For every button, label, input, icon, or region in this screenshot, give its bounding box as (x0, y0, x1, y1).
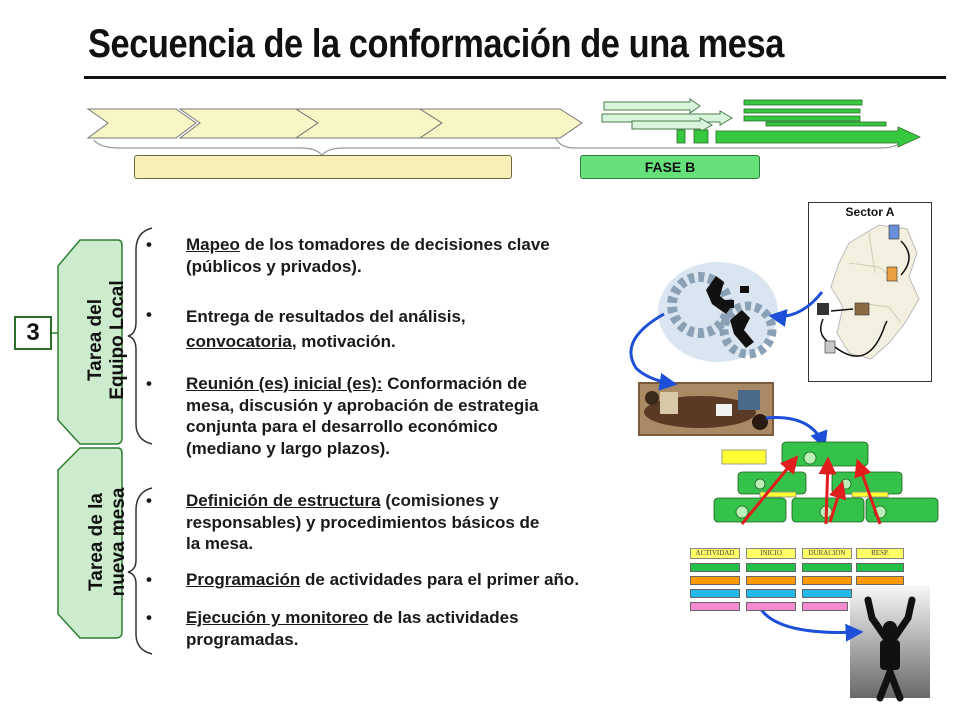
phase-b-block-2 (693, 129, 709, 144)
phase-b-arrow-3 (631, 117, 713, 133)
phase-b-bar-2 (743, 108, 861, 114)
bullet-entrega-text: , motivación. (291, 332, 396, 351)
bullet-estructura-keyword: Definición de estructura (186, 491, 381, 510)
org-mid-left (737, 471, 807, 495)
bullet-estructura-line-2: responsables) y procedimientos básicos d… (186, 512, 540, 532)
table-cell (746, 563, 796, 572)
phase-b-bar-3 (743, 115, 861, 122)
phase-a-brace (93, 139, 560, 158)
phase-b-label: FASE B (580, 155, 760, 179)
meeting-photo (638, 382, 774, 436)
phase-a-bar (134, 155, 512, 179)
table-cell (690, 563, 740, 572)
sector-map-icon (817, 224, 920, 360)
table-cell (856, 576, 904, 585)
table-cell (856, 563, 904, 572)
table-cell (746, 602, 796, 611)
bullet-entrega-line-1: Entrega de resultados del análisis, (186, 307, 466, 326)
local-team-tab (57, 239, 123, 445)
bullet-reunion-line-3: conjunta para el desarrollo económico (186, 417, 498, 436)
bullet-estructura-text: (comisiones y (380, 491, 499, 510)
page-title: Secuencia de la conformación de una mesa (88, 22, 784, 66)
org-top-node (781, 441, 869, 467)
flow-arrow-map-to-gears (768, 291, 824, 327)
phase-b-arrow-1 (603, 98, 701, 114)
table-cell (690, 576, 740, 585)
bullet-programacion-keyword: Programación (186, 570, 301, 589)
chevron-4 (418, 108, 583, 139)
phase-b-bar-4 (765, 121, 887, 127)
bullet-estructura-line-3: la mesa. (186, 534, 254, 553)
bullet-ejecucion-keyword: Ejecución y monitoreo (186, 608, 369, 627)
flow-arrow-gears-to-meeting (629, 312, 678, 391)
gears-people-illustration (658, 262, 778, 362)
table-cell (690, 589, 740, 598)
table-cell (802, 576, 852, 585)
bullet-mapeo-keyword: Mapeo (186, 235, 240, 254)
flow-arrow-table-to-photo (758, 607, 864, 642)
new-table-brace (127, 487, 153, 655)
bullet-reunion-line-2: mesa, discusión y aprobación de estrateg… (186, 395, 539, 415)
org-chart (713, 441, 939, 523)
org-bot-1 (713, 497, 787, 523)
bullet-reunion: • Reunión (es) inicial (es): Conformació… (146, 374, 539, 458)
sector-map-box: Sector A (808, 202, 932, 382)
step-number-box: 3 (14, 316, 52, 350)
table-cell (802, 589, 852, 598)
bullet-mapeo-line-2: (públicos y privados). (186, 256, 362, 276)
table-cell (802, 602, 848, 611)
bullet-mapeo: • Mapeo de los tomadores de decisiones c… (146, 235, 550, 276)
table-header-activity: ACTIVIDAD (690, 548, 740, 559)
org-yellow-box (721, 449, 767, 465)
phase-b-block-1 (676, 129, 686, 144)
bullet-estructura: • Definición de estructura (comisiones y… (146, 491, 540, 553)
bullet-ejecucion: • Ejecución y monitoreo de las actividad… (146, 608, 519, 649)
local-team-brace (127, 227, 153, 445)
sector-map-title: Sector A (845, 205, 895, 219)
side-tabs (52, 227, 153, 655)
bullet-ejecucion-text: de las actividades (368, 608, 519, 627)
table-header-start: INICIO (746, 548, 796, 559)
bullet-entrega-keyword: convocatoria (186, 332, 292, 351)
phase-b-big-arrow (715, 126, 921, 148)
table-cell (746, 576, 796, 585)
table-header-resp: RESP. (856, 548, 904, 559)
bullet-reunion-text: Conformación de (382, 374, 527, 393)
bullet-programacion-text: de actividades para el primer año. (300, 570, 580, 589)
bullet-entrega: • Entrega de resultados del análisis, co… (146, 305, 466, 351)
bullet-reunion-keyword: Reunión (es) inicial (es): (186, 374, 383, 393)
celebrating-person-photo (850, 586, 930, 702)
table-cell (746, 589, 796, 598)
phase-timeline (86, 98, 921, 158)
bullet-ejecucion-line-2: programadas. (186, 629, 299, 649)
bullet-mapeo-text: de los tomadores de decisiones clave (239, 235, 550, 254)
title-underline (84, 76, 946, 79)
bullet-programacion: • Programación de actividades para el pr… (146, 570, 580, 589)
new-table-tab (57, 447, 123, 639)
flow-arrow-meeting-to-org (765, 416, 828, 450)
phase-b-bar-1 (743, 99, 863, 106)
table-cell (690, 602, 740, 611)
table-cell (802, 563, 852, 572)
org-red-arrows (740, 455, 882, 525)
table-header-duration: DURACIÓN (802, 548, 852, 559)
chevron-1 (86, 108, 197, 139)
bullet-reunion-line-4: (mediano y largo plazos). (186, 438, 391, 458)
